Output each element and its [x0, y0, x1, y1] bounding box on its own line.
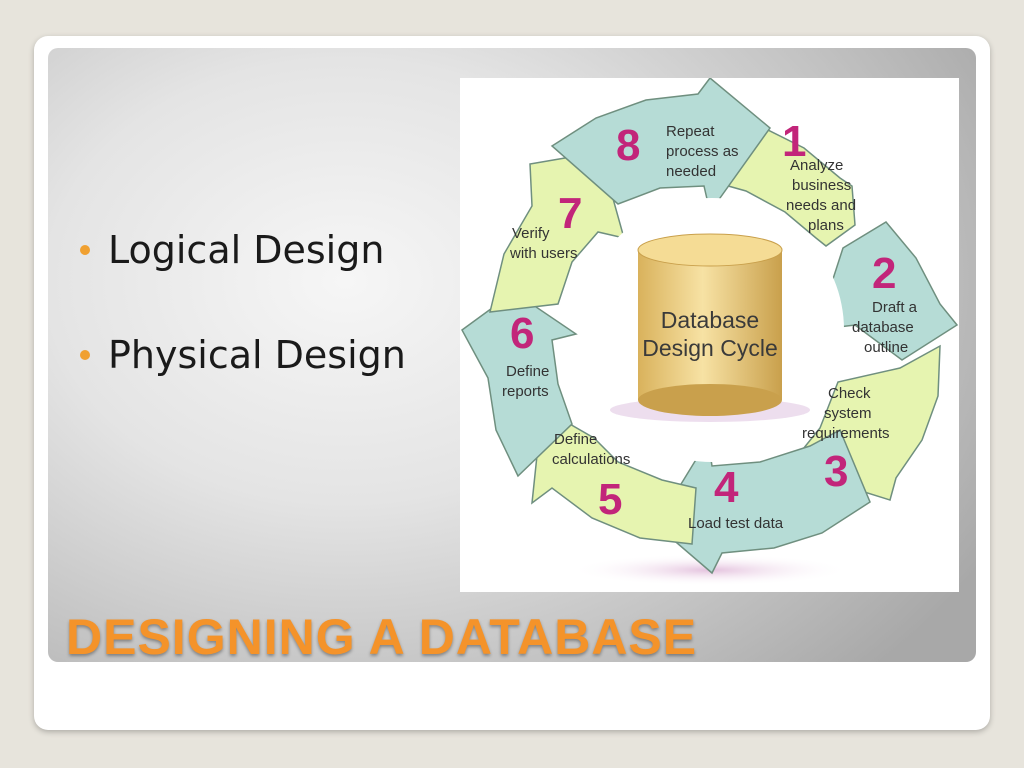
svg-text:with users: with users [509, 245, 578, 262]
step-number-4: 4 [714, 463, 739, 512]
step-label-7: Verify with users [509, 225, 578, 262]
step-number-1: 1 [782, 117, 806, 166]
step-label-8: Repeat process as needed [666, 123, 739, 180]
bullet-list: Logical Design Physical Design [80, 224, 406, 434]
arrow-segment-6 [461, 291, 578, 478]
svg-text:Draft a: Draft a [872, 299, 918, 316]
step-number-7: 7 [558, 189, 582, 238]
svg-text:requirements: requirements [802, 425, 890, 442]
arrow-segment-8 [550, 76, 772, 214]
step-number-2: 2 [872, 249, 896, 298]
svg-text:Analyze: Analyze [790, 157, 843, 174]
svg-text:Load test data: Load test data [688, 515, 784, 532]
svg-text:system: system [824, 405, 872, 422]
step-label-5: Define calculations [552, 431, 630, 468]
bullet-text: Logical Design [108, 228, 385, 272]
step-label-3: Check system requirements [802, 385, 890, 442]
svg-text:database: database [852, 319, 914, 336]
bullet-dot-icon [80, 350, 90, 360]
arrow-segment-4 [655, 428, 871, 575]
database-design-cycle-diagram: Database Design Cycle 1 2 3 4 5 6 7 8 An… [460, 76, 959, 592]
svg-text:needed: needed [666, 163, 716, 180]
svg-text:plans: plans [808, 217, 844, 234]
svg-text:Define: Define [506, 363, 549, 380]
slide-title: DESIGNING A DATABASE [66, 609, 698, 665]
center-label-line2: Design Cycle [642, 335, 778, 361]
cycle-svg: Database Design Cycle 1 2 3 4 5 6 7 8 An… [461, 76, 959, 586]
arrow-segment-2 [829, 221, 959, 361]
svg-text:Define: Define [554, 431, 597, 448]
bullet-text: Physical Design [108, 333, 406, 377]
svg-text:business: business [792, 177, 851, 194]
svg-text:outline: outline [864, 339, 908, 356]
bullet-item-logical-design: Logical Design [80, 224, 406, 276]
step-number-6: 6 [510, 309, 534, 358]
svg-text:calculations: calculations [552, 451, 630, 468]
svg-text:Repeat: Repeat [666, 123, 715, 140]
step-number-8: 8 [616, 121, 640, 170]
step-label-4: Load test data [688, 515, 784, 532]
svg-text:Verify: Verify [512, 225, 550, 242]
step-label-6: Define reports [502, 363, 549, 400]
svg-text:reports: reports [502, 383, 549, 400]
database-cylinder-icon [610, 233, 810, 422]
bullet-item-physical-design: Physical Design [80, 329, 406, 381]
step-label-1: Analyze business needs and plans [786, 157, 856, 234]
step-number-3: 3 [824, 447, 848, 496]
center-label-line1: Database [661, 307, 759, 333]
bullet-dot-icon [80, 245, 90, 255]
step-number-5: 5 [598, 475, 622, 524]
step-label-2: Draft a database outline [852, 299, 918, 356]
svg-text:process as: process as [666, 143, 739, 160]
svg-text:Check: Check [828, 385, 871, 402]
svg-text:needs and: needs and [786, 197, 856, 214]
